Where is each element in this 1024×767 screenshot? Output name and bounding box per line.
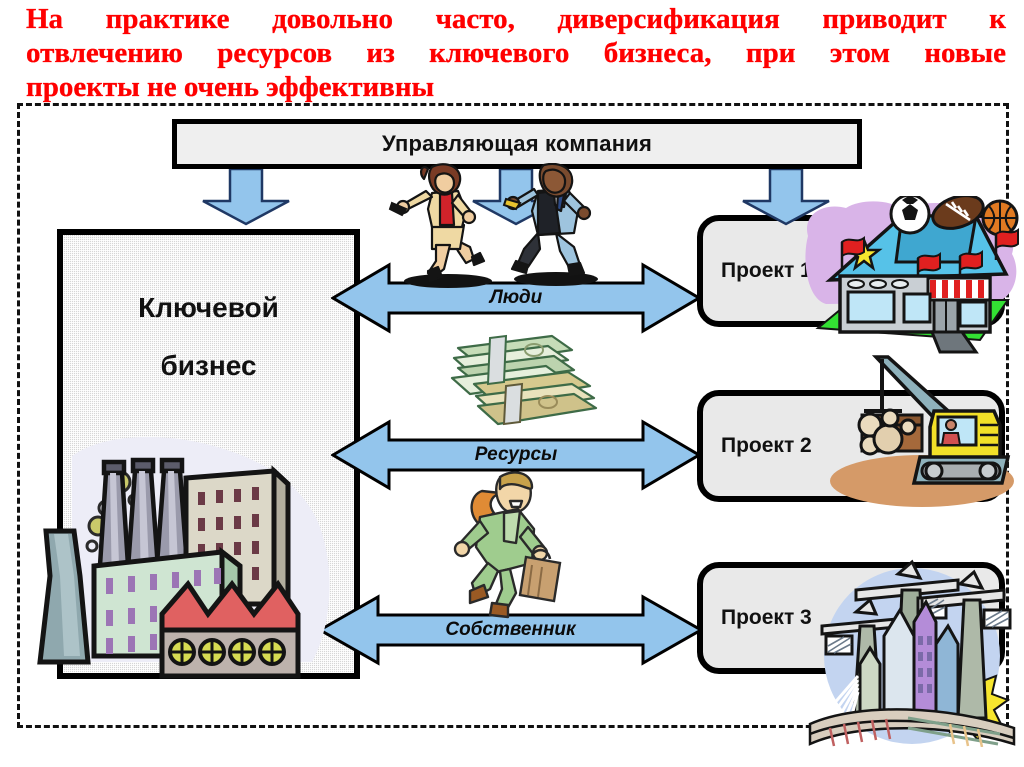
key-business-line-2: бизнес (160, 350, 257, 381)
project-1-label: Проект 1 (721, 259, 812, 282)
management-company-box[interactable]: Управляющая компания (172, 119, 862, 169)
running-business-people-illustration (388, 163, 620, 291)
running-man-with-briefcase-illustration (448, 471, 580, 621)
title-line-2: отвлечению ресурсов из ключевого бизнеса… (26, 37, 1006, 69)
construction-cranes-illustration (800, 552, 1024, 747)
project-3-label: Проект 3 (721, 606, 812, 629)
down-arrow-right (740, 168, 832, 226)
key-business-line-1: Ключевой (138, 292, 279, 323)
project-2-label: Проект 2 (721, 434, 812, 457)
management-company-label: Управляющая компания (382, 131, 652, 156)
title-line-3: проекты не очень эффективны (26, 71, 435, 103)
title-line-1: На практике довольно часто, диверсификац… (26, 3, 1006, 35)
sports-store-illustration (800, 196, 1024, 361)
page-title: На практике довольно часто, диверсификац… (26, 2, 1006, 104)
dashed-frame-border (17, 103, 1009, 728)
key-business-label: Ключевой бизнес (63, 279, 354, 395)
cash-stack-illustration (444, 330, 612, 430)
factory-illustration (36, 426, 354, 688)
logging-excavator-illustration (818, 355, 1014, 510)
down-arrow-left (200, 168, 292, 226)
